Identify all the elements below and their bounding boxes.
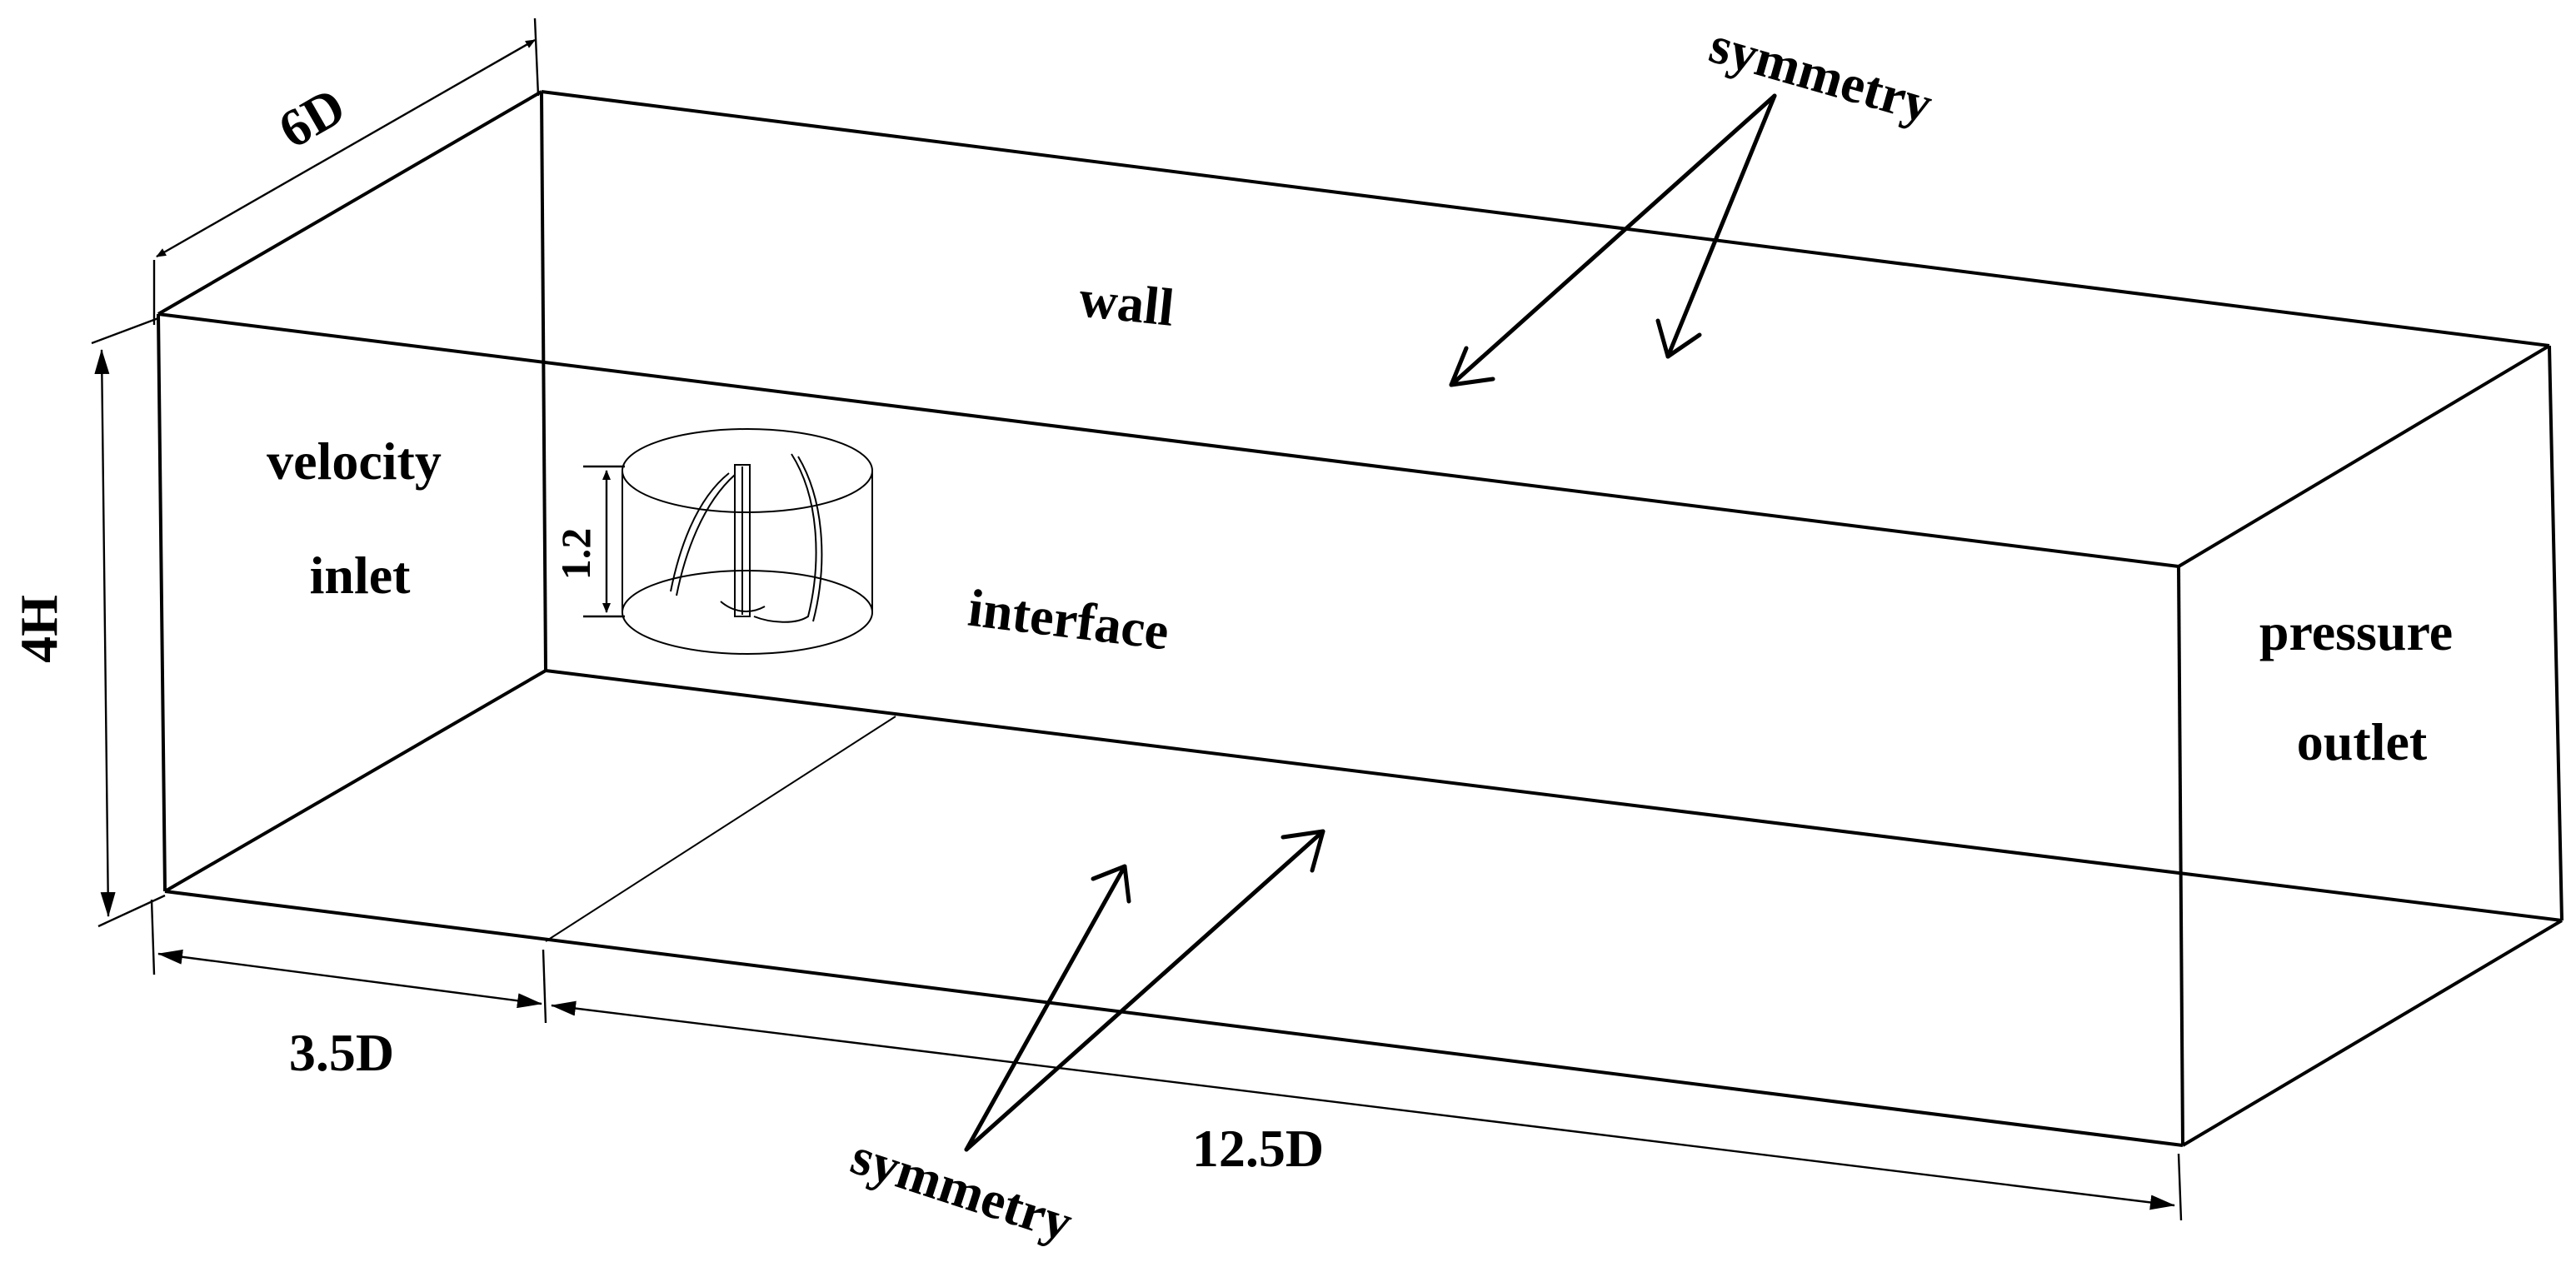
wall-label: wall	[1076, 268, 1177, 337]
symmetry-bottom-arrows	[964, 829, 1325, 1152]
symmetry-top-label: symmetry	[1704, 14, 1939, 134]
bottom-partition-line	[545, 716, 896, 942]
velocity-label: velocity	[267, 431, 442, 491]
rotor-strut	[720, 601, 766, 612]
symmetry-top-arrows	[1449, 93, 1777, 387]
rotor-blade-left	[670, 472, 736, 596]
length-dimensions: 3.5D 12.5D	[150, 899, 2183, 1221]
cylinder-top-ellipse	[622, 428, 873, 513]
top-front-edge	[157, 312, 2179, 568]
symmetry-bottom-label: symmetry	[845, 1126, 1080, 1253]
interface-label: interface	[965, 578, 1171, 661]
inlet-label: inlet	[310, 546, 412, 605]
top-back-edge	[541, 90, 2550, 347]
bottom-front-edge	[164, 890, 2184, 1147]
outlet-face-top-edge	[2177, 344, 2551, 568]
outlet-face-right-edge	[2548, 345, 2564, 921]
height-4h-dimension: 4H	[9, 317, 166, 928]
outlet-face-left-edge	[2177, 566, 2184, 1146]
pressure-label: pressure	[2259, 602, 2453, 661]
inlet-face-right-edge	[540, 91, 547, 671]
width-6d-dimension: 6D	[152, 17, 540, 325]
domain-box	[157, 90, 2564, 1147]
downstream-12-5d-label: 12.5D	[1192, 1119, 1324, 1178]
upstream-3-5d-label: 3.5D	[289, 1023, 394, 1082]
rotor-height-dimension: 1.2	[552, 465, 625, 618]
height-4h-label: 4H	[9, 595, 68, 663]
rotor-cylinder	[622, 428, 873, 655]
inlet-face-left-edge	[157, 313, 167, 892]
outlet-face-bottom-edge	[2181, 919, 2564, 1147]
width-6d-label: 6D	[269, 76, 355, 160]
cylinder-bottom-ellipse	[622, 570, 873, 655]
bottom-back-edge	[545, 669, 2563, 922]
rotor-blade-right	[753, 453, 823, 623]
inlet-face-bottom-edge	[163, 669, 547, 893]
rotor-shaft	[734, 464, 751, 617]
rotor-height-label: 1.2	[552, 528, 599, 581]
outlet-label: outlet	[2297, 712, 2428, 771]
